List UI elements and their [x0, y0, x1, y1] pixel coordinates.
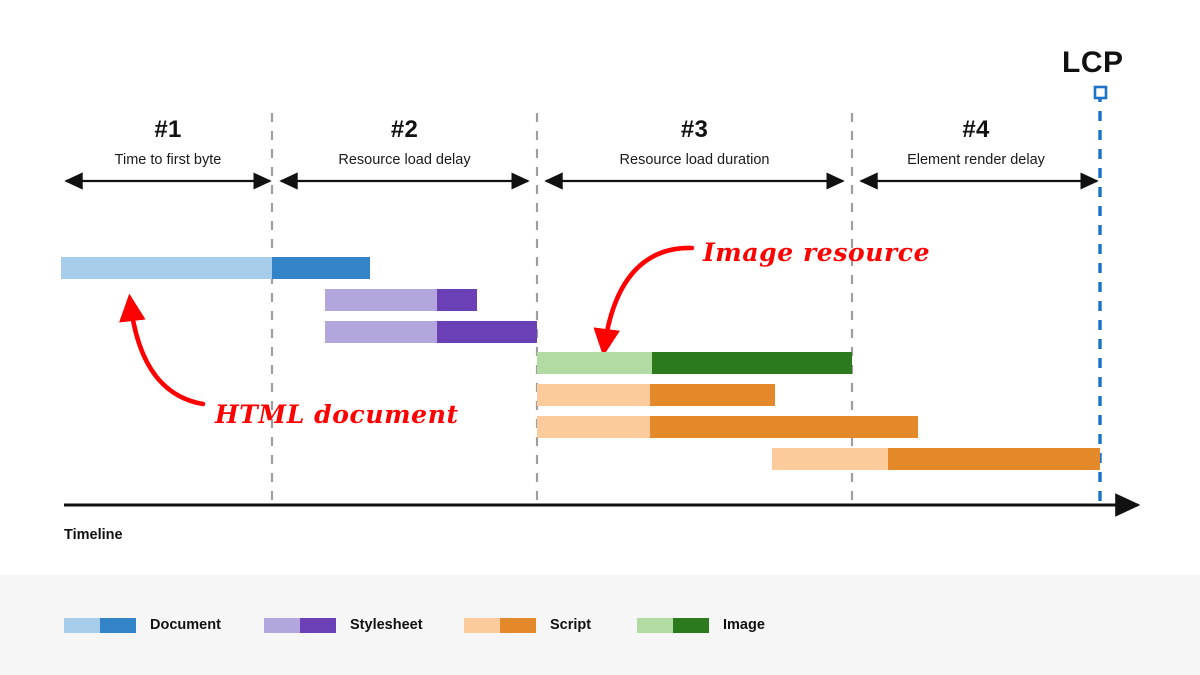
- phase-4: #4 Element render delay: [852, 118, 1100, 168]
- phase-4-name: Element render delay: [907, 152, 1045, 168]
- document-bar-delay-segment: [61, 257, 272, 279]
- script-bar-2-delay-segment: [537, 416, 650, 438]
- script-bar-3-delay-segment: [772, 448, 888, 470]
- legend-band: Document Stylesheet Script Image: [0, 575, 1200, 675]
- script-bar-1: [537, 384, 775, 406]
- legend-label-script: Script: [550, 617, 592, 633]
- legend-label-image: Image: [723, 617, 765, 633]
- image-swatch-icon: [637, 617, 709, 633]
- phase-3-number: #3: [680, 116, 709, 143]
- phase-2-name: Resource load delay: [338, 152, 471, 168]
- phase-1-name: Time to first byte: [114, 152, 222, 168]
- legend-item-script: Script: [464, 617, 591, 633]
- stylesheet-bar-2-delay-segment: [325, 321, 437, 343]
- phase-2-number: #2: [390, 116, 419, 143]
- stylesheet-bar-2-load-segment: [437, 321, 537, 343]
- phase-4-number: #4: [962, 116, 990, 143]
- script-swatch-icon: [464, 617, 536, 633]
- document-bar-load-segment: [272, 257, 370, 279]
- document-swatch-icon: [64, 617, 136, 633]
- stylesheet-bar-1: [325, 289, 477, 311]
- script-bar-2: [537, 416, 918, 438]
- legend-label-stylesheet: Stylesheet: [350, 617, 423, 633]
- legend-item-document: Document: [64, 617, 221, 633]
- phase-3-name: Resource load duration: [619, 152, 770, 168]
- phase-2: #2 Resource load delay: [272, 118, 537, 168]
- stylesheet-bar-1-delay-segment: [325, 289, 437, 311]
- script-bar-2-load-segment: [650, 416, 918, 438]
- script-bar-3-load-segment: [888, 448, 1100, 470]
- annotation-html-document: HTML document: [215, 400, 459, 429]
- phase-divider-lines: [270, 113, 854, 505]
- lcp-square-cap: [1093, 85, 1108, 100]
- stylesheet-bar-1-load-segment: [437, 289, 477, 311]
- phase-1: #1 Time to first byte: [64, 118, 272, 168]
- image-resource-arrow: [593, 245, 695, 357]
- legend-item-image: Image: [637, 617, 765, 633]
- script-bar-1-load-segment: [650, 384, 775, 406]
- image-bar: [537, 352, 852, 374]
- annotation-image-resource: Image resource: [703, 238, 931, 267]
- legend-label-document: Document: [150, 617, 221, 633]
- stylesheet-bar-2: [325, 321, 537, 343]
- timeline-axis-label: Timeline: [64, 527, 123, 543]
- image-bar-load-segment: [652, 352, 852, 374]
- document-bar: [61, 257, 370, 279]
- script-bar-3: [772, 448, 1100, 470]
- script-bar-1-delay-segment: [537, 384, 650, 406]
- phase-3: #3 Resource load duration: [537, 118, 852, 168]
- legend-item-stylesheet: Stylesheet: [264, 617, 423, 633]
- image-bar-delay-segment: [537, 352, 652, 374]
- phase-1-number: #1: [154, 116, 182, 143]
- lcp-marker: [1093, 85, 1108, 508]
- html-document-arrow: [119, 293, 206, 407]
- lcp-label: LCP: [1062, 46, 1124, 79]
- stylesheet-swatch-icon: [264, 617, 336, 633]
